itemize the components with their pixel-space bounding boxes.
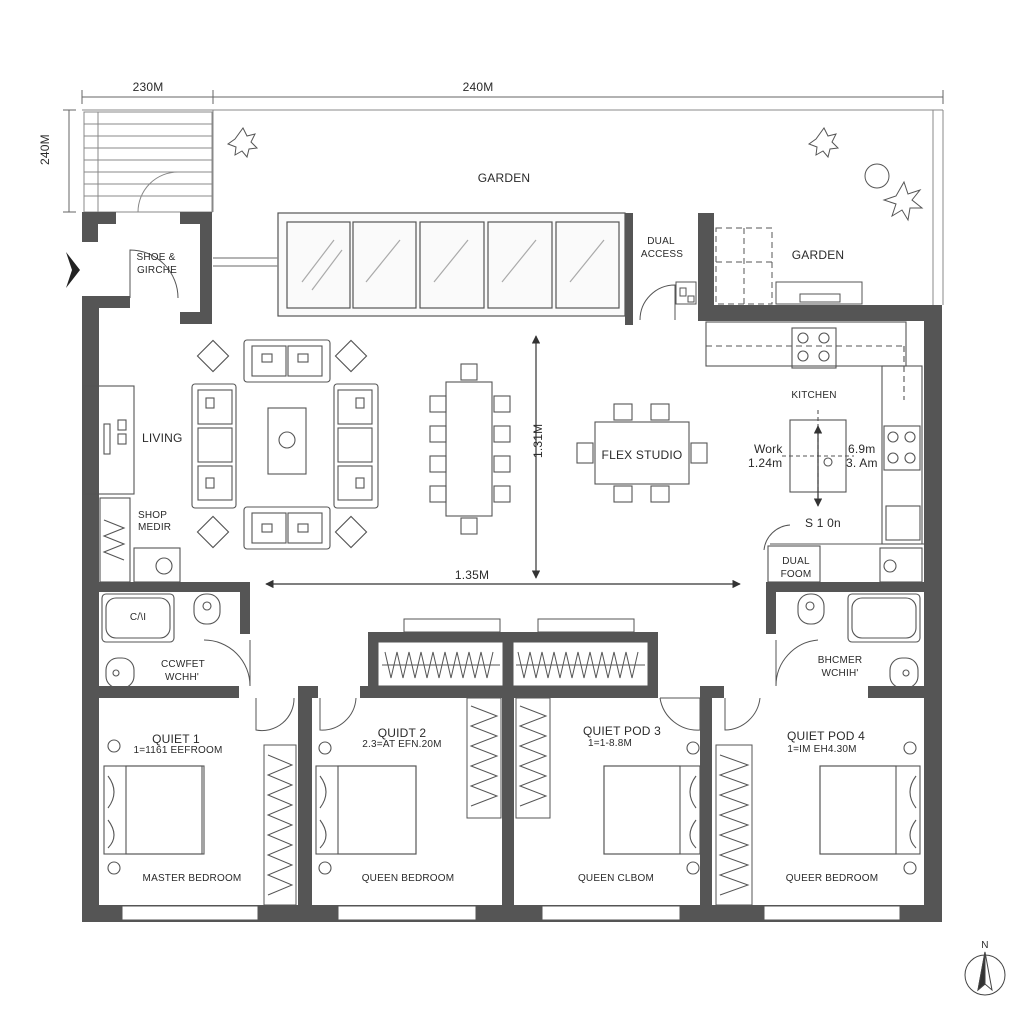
dimension-horizontal-center: 1.35M <box>454 568 490 582</box>
kitchen-dimension-1: 6.9m <box>848 442 876 456</box>
garden-top-label: GARDEN <box>477 171 531 185</box>
dimension-left: 240M <box>38 134 52 165</box>
shoe-label-line2: GIRCHE <box>136 265 178 276</box>
flex-studio-label: FLEX STUDIO <box>601 448 683 462</box>
kitchen-dimension-2: 3. Am <box>846 456 878 470</box>
kitchen-fixtures <box>705 321 924 583</box>
bedroom-2-title: QUIDT 2 <box>377 726 427 740</box>
plant-icon <box>226 127 924 222</box>
north-arrow-icon <box>964 951 1006 996</box>
entry-arrow <box>66 252 80 288</box>
tub-label: C/\I <box>129 612 147 623</box>
compass-north-label: N <box>981 940 989 951</box>
dual-access-line1: DUAL <box>647 236 675 247</box>
bath-right-line2: WCHIH' <box>821 668 859 679</box>
bath-left-line2: WCHH' <box>164 672 200 683</box>
left-dimension-line <box>63 109 76 213</box>
bedroom-3-title: QUIET POD 3 <box>583 724 661 738</box>
shop-label-line1: SHOP <box>138 510 168 521</box>
bathroom-fixtures <box>101 593 921 689</box>
dimension-top-left: 230M <box>132 80 164 94</box>
bath-left-line1: CCWFET <box>161 659 205 670</box>
garden-area <box>82 109 944 305</box>
bedroom-1-title: QUIET 1 <box>152 732 200 746</box>
living-furniture <box>83 339 379 583</box>
interior-walls <box>99 582 924 922</box>
flex-studio-table <box>576 403 708 503</box>
work-label-line1: Work <box>754 442 783 456</box>
bedroom-4-name: QUEER BEDROOM <box>785 873 879 884</box>
utility-fixtures <box>675 227 863 305</box>
wardrobes <box>263 618 753 906</box>
exterior-stairs <box>83 111 213 213</box>
kitchen-label: KITCHEN <box>791 390 837 401</box>
bottom-windows <box>121 905 901 921</box>
dimension-arrows <box>265 335 823 589</box>
work-label-line2: 1.24m <box>748 456 783 470</box>
top-dimension-line <box>81 90 944 104</box>
shop-label-line2: MEDIR <box>138 522 172 533</box>
bedroom-2-subtitle: 2.3=AT EFN.20M <box>362 739 442 750</box>
bedroom-2-name: QUEEN BEDROOM <box>361 873 455 884</box>
shoe-label-line1: SHOE & <box>136 252 176 263</box>
dual-access-line2: ACCESS <box>640 249 684 260</box>
dual-room-line1: DUAL <box>782 556 810 567</box>
dual-room-line2: FOOM <box>780 569 812 580</box>
bedroom-4-title: QUIET POD 4 <box>787 729 865 743</box>
glass-doors <box>213 212 626 317</box>
bedroom-3-subtitle: 1=1-8.8M <box>587 738 633 749</box>
bath-right-line1: BHCMER <box>817 655 863 666</box>
dimension-top-right: 240M <box>462 80 494 94</box>
door-swings <box>129 249 819 732</box>
bedroom-4-subtitle: 1=IM EH4.30M <box>787 744 857 755</box>
living-label: LIVING <box>142 431 183 445</box>
garden-right-label: GARDEN <box>791 248 845 262</box>
dining-table <box>429 363 511 535</box>
dimension-vertical-center: 1.31M <box>531 423 545 458</box>
bedroom-1-name: MASTER BEDROOM <box>142 873 242 884</box>
beds <box>103 739 921 875</box>
bedroom-1-subtitle: 1=1161 EEFROOM <box>133 745 223 756</box>
bedroom-3-name: QUEEN CLBOM <box>577 873 655 884</box>
kitchen-dimension-3: S 1 0n <box>805 516 841 530</box>
